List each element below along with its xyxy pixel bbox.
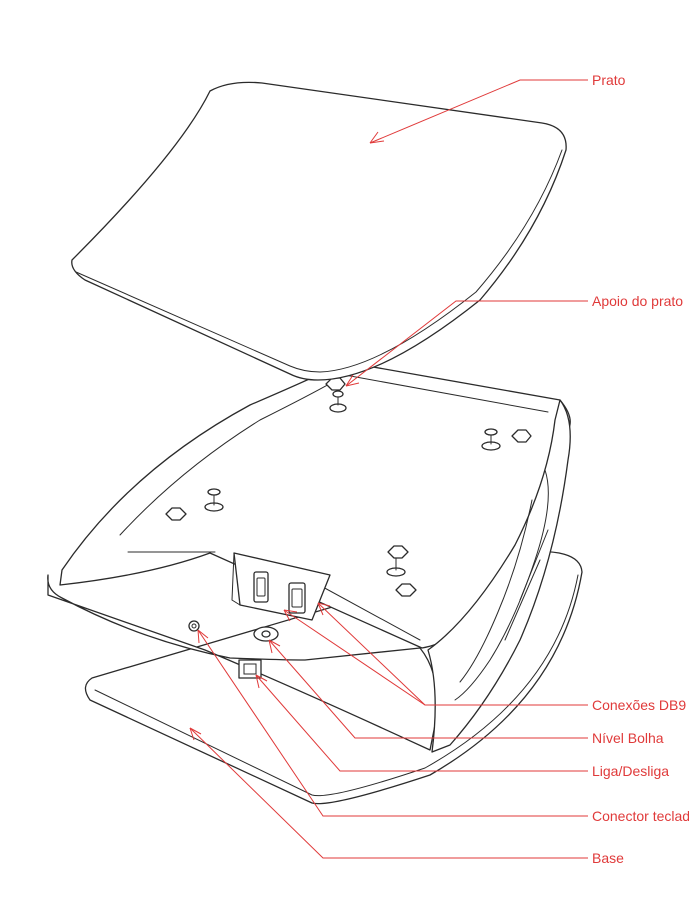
- callout-nivel-bolha: [268, 639, 588, 739]
- power-switch: [238, 659, 262, 679]
- bubble-level: [253, 626, 279, 642]
- callout-apoio-do-prato: [345, 300, 588, 387]
- label-conector-teclado-pc: Conector teclado PC: [592, 808, 689, 824]
- plate-supports: [165, 377, 532, 597]
- support-right-front: [386, 545, 417, 597]
- plate: [71, 81, 567, 381]
- callout-base: [189, 727, 588, 859]
- callout-conexoes-db9: [283, 602, 588, 706]
- callout-liga-desliga: [255, 674, 588, 772]
- label-liga-desliga: Liga/Desliga: [592, 763, 670, 779]
- label-conexoes-db9: Conexões DB9: [592, 697, 687, 713]
- callout-prato: [369, 79, 588, 144]
- label-prato: Prato: [592, 72, 626, 88]
- keyboard-port: [188, 620, 200, 632]
- db9-connectors: [253, 571, 306, 614]
- support-right-rear: [481, 428, 532, 451]
- support-left: [165, 488, 224, 521]
- support-top: [325, 377, 347, 413]
- callout-conector-teclado-pc: [197, 629, 588, 817]
- label-apoio-do-prato: Apoio do prato: [592, 293, 684, 309]
- label-nivel-bolha: Nível Bolha: [592, 730, 664, 746]
- label-base: Base: [592, 850, 624, 866]
